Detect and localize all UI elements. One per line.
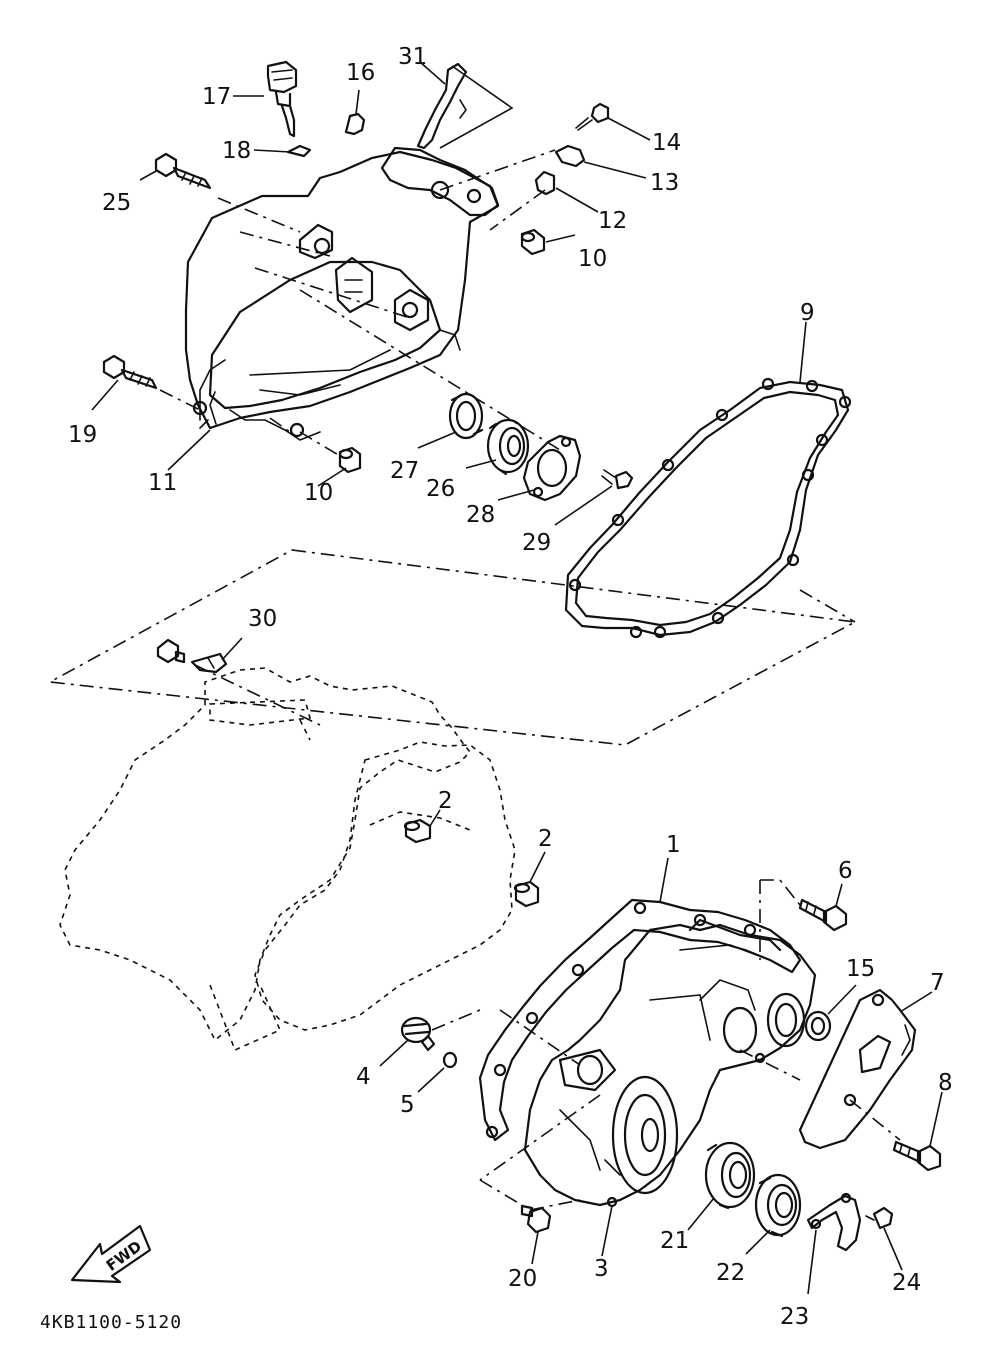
callout-10-upper: 10 bbox=[578, 246, 607, 272]
callout-12: 12 bbox=[598, 208, 627, 234]
callout-2-lower: 2 bbox=[538, 826, 553, 852]
dowel-pin-2-lower bbox=[513, 880, 540, 908]
callout-28: 28 bbox=[466, 502, 495, 528]
callout-6: 6 bbox=[838, 858, 853, 884]
callout-13: 13 bbox=[650, 170, 679, 196]
oil-seal-15 bbox=[804, 1010, 832, 1042]
engine-crankcase-phantom bbox=[59, 667, 516, 1052]
callout-2-upper: 2 bbox=[438, 788, 453, 814]
callout-27: 27 bbox=[390, 458, 419, 484]
callout-22: 22 bbox=[716, 1260, 745, 1286]
callout-3: 3 bbox=[594, 1256, 609, 1282]
bearing-26 bbox=[486, 418, 530, 476]
callout-10-lower: 10 bbox=[304, 480, 333, 506]
forward-direction-arrow: FWD bbox=[70, 1224, 152, 1284]
diagram-code: 4KB1100-5120 bbox=[40, 1312, 182, 1333]
screw-29 bbox=[601, 469, 634, 490]
cover-plate-7 bbox=[798, 988, 917, 1150]
dowel-pin-10-upper bbox=[520, 228, 546, 256]
o-ring-5 bbox=[442, 1051, 458, 1069]
callout-leader-lines bbox=[91, 61, 943, 1295]
gasket-9 bbox=[564, 377, 852, 639]
callout-16: 16 bbox=[346, 60, 375, 86]
bolt-6 bbox=[798, 898, 848, 932]
callout-25: 25 bbox=[102, 190, 131, 216]
callout-14: 14 bbox=[652, 130, 681, 156]
plug-16 bbox=[344, 112, 366, 136]
screw-24 bbox=[865, 1206, 894, 1230]
crankcase-cover-left bbox=[184, 146, 500, 441]
callout-4: 4 bbox=[356, 1064, 371, 1090]
assembly-alignment-lines bbox=[159, 65, 901, 1211]
plug-4 bbox=[400, 1016, 436, 1052]
callout-18: 18 bbox=[222, 138, 251, 164]
bolt-8 bbox=[892, 1140, 942, 1172]
oil-filler-cap-17 bbox=[266, 60, 298, 138]
callout-9: 9 bbox=[800, 300, 815, 326]
oil-seal-12 bbox=[534, 170, 556, 196]
bolt-25 bbox=[154, 152, 212, 190]
oil-seal-27 bbox=[448, 392, 484, 440]
screw-14 bbox=[575, 102, 610, 131]
callout-1: 1 bbox=[666, 832, 681, 858]
o-ring-18 bbox=[286, 144, 312, 158]
callout-11: 11 bbox=[148, 470, 177, 496]
callout-5: 5 bbox=[400, 1092, 415, 1118]
assembly-plane-upper bbox=[47, 549, 858, 746]
bolt-20 bbox=[520, 1204, 552, 1234]
clip-13 bbox=[554, 144, 586, 168]
oil-seal-22 bbox=[754, 1173, 802, 1238]
callout-7: 7 bbox=[930, 970, 945, 996]
dowel-pin-2-upper bbox=[403, 818, 432, 844]
callout-26: 26 bbox=[426, 476, 455, 502]
callout-21: 21 bbox=[660, 1228, 689, 1254]
callout-20: 20 bbox=[508, 1266, 537, 1292]
bolt-30 bbox=[156, 638, 228, 674]
crankcase-cover-right bbox=[523, 918, 817, 1208]
retainer-plate-23 bbox=[806, 1192, 862, 1252]
callout-29: 29 bbox=[522, 530, 551, 556]
callout-24: 24 bbox=[892, 1270, 921, 1296]
gasket-1 bbox=[478, 898, 802, 1142]
callout-30: 30 bbox=[248, 606, 277, 632]
bolt-19 bbox=[102, 354, 158, 390]
clamp-31 bbox=[416, 62, 468, 150]
callout-31: 31 bbox=[398, 44, 427, 70]
callout-19: 19 bbox=[68, 422, 97, 448]
dowel-pin-10-lower bbox=[338, 446, 362, 474]
callout-labels: 17 18 16 31 14 13 12 10 25 19 11 10 27 2… bbox=[68, 44, 953, 1330]
callout-23: 23 bbox=[780, 1304, 809, 1330]
retainer-plate-28 bbox=[522, 434, 582, 502]
callout-8: 8 bbox=[938, 1070, 953, 1096]
callout-15: 15 bbox=[846, 956, 875, 982]
callout-17: 17 bbox=[202, 84, 231, 110]
bearing-21 bbox=[704, 1141, 756, 1210]
